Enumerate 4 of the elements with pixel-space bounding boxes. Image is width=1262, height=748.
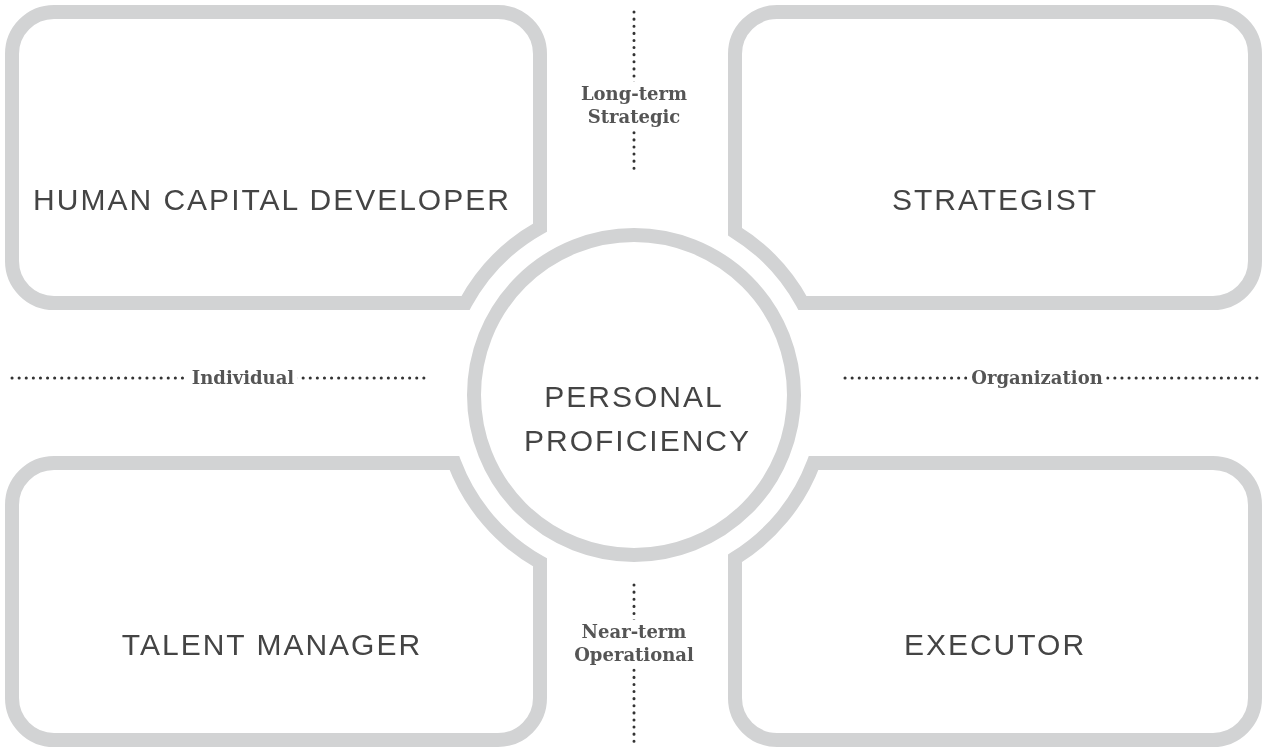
panel-title: STRATEGIST bbox=[891, 182, 1099, 219]
panel-title: HUMAN CAPITAL DEVELOPER bbox=[33, 182, 511, 219]
panel-title: TALENT MANAGER bbox=[121, 627, 423, 664]
panel-title: EXECUTOR bbox=[903, 627, 1087, 664]
